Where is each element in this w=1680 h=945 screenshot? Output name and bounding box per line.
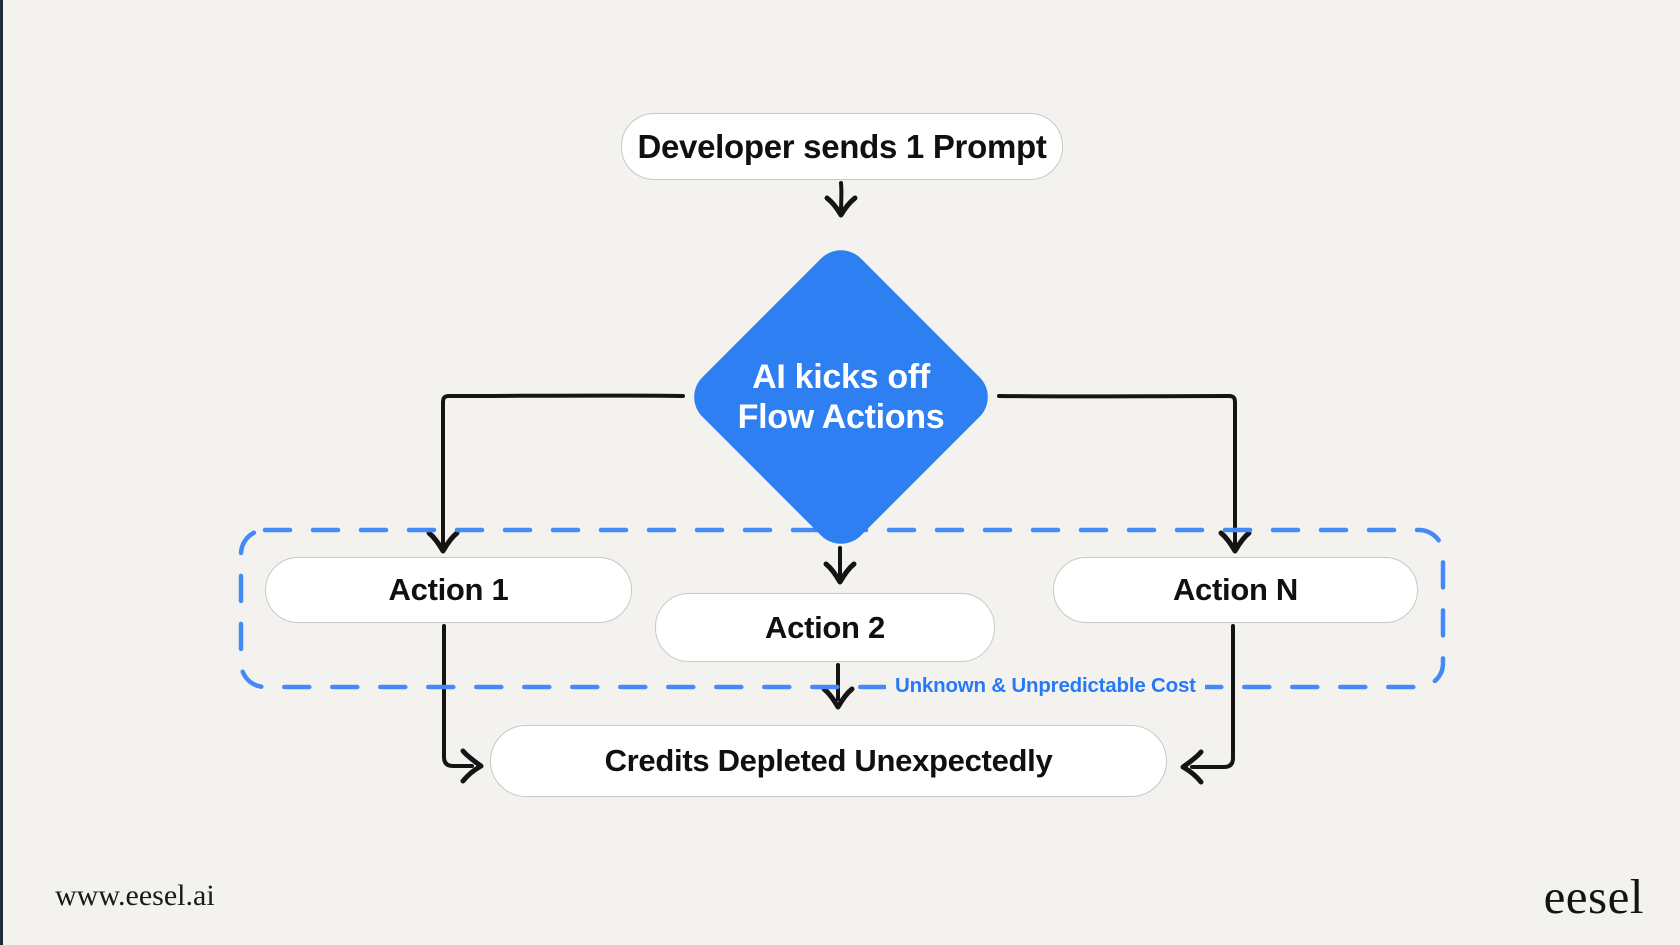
start-node-label: Developer sends 1 Prompt xyxy=(637,127,1047,165)
action-n-label: Action N xyxy=(1172,572,1299,607)
arrowhead-down-icon xyxy=(1218,530,1252,554)
action-1-label: Action 1 xyxy=(388,572,509,607)
left-edge-line xyxy=(0,0,3,945)
decision-label-line2: Flow Actions xyxy=(737,398,945,436)
website-url: www.eesel.ai xyxy=(55,879,215,912)
end-node-label: Credits Depleted Unexpectedly xyxy=(604,743,1053,778)
start-node: Developer sends 1 Prompt xyxy=(621,113,1063,180)
connector-decision-to-action1 xyxy=(441,393,685,548)
connector-decision-to-actionN xyxy=(997,394,1237,548)
arrowhead-down-icon xyxy=(821,686,855,710)
action-2-label: Action 2 xyxy=(765,609,885,645)
arrowhead-down-icon xyxy=(823,561,857,585)
connector-actionN-to-end xyxy=(1190,624,1235,769)
decision-node-label: AI kicks off Flow Actions xyxy=(729,285,953,509)
action-1-node: Action 1 xyxy=(265,557,632,623)
decision-label-line1: AI kicks off xyxy=(752,358,930,396)
arrowhead-down-icon xyxy=(824,195,858,218)
arrowhead-right-icon xyxy=(460,748,484,784)
connector-action1-to-end xyxy=(442,624,474,768)
brand-wordmark: eesel xyxy=(1543,869,1644,924)
action-2-node: Action 2 xyxy=(655,593,995,662)
arrowhead-left-icon xyxy=(1180,749,1204,785)
decision-node: AI kicks off Flow Actions xyxy=(682,238,1000,556)
cost-warning-label: Unknown & Unpredictable Cost xyxy=(886,672,1205,700)
action-n-node: Action N xyxy=(1053,557,1418,623)
end-node: Credits Depleted Unexpectedly xyxy=(490,725,1167,797)
arrowhead-down-icon xyxy=(426,530,460,554)
